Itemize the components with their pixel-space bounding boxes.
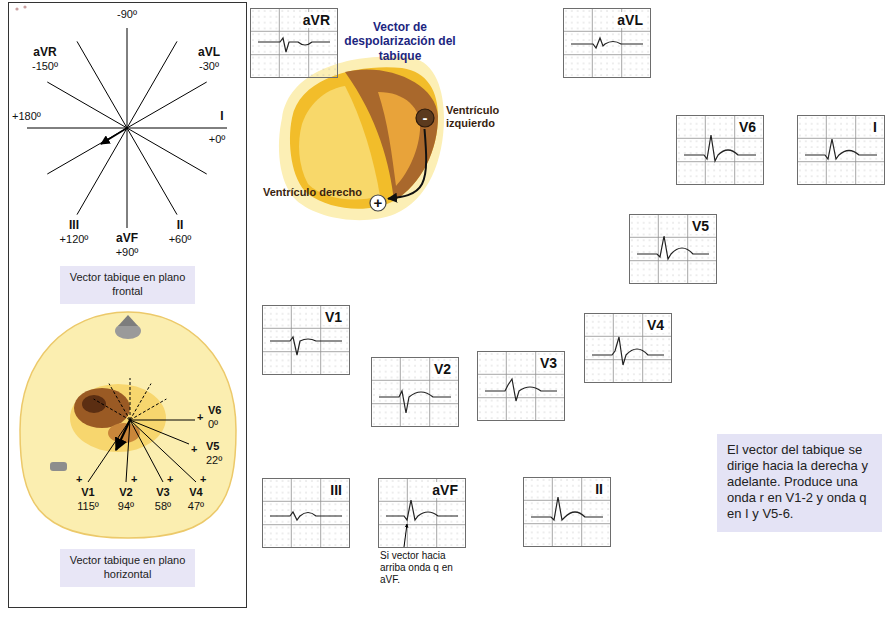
sternum <box>50 462 67 471</box>
label-text: V5 <box>206 440 226 453</box>
ecg-trace <box>262 305 350 375</box>
charge-circle-shape <box>416 109 434 127</box>
panel-frame <box>9 3 247 608</box>
label-text: + <box>200 473 210 486</box>
leader-line <box>404 524 407 547</box>
ecg-strip: I <box>797 115 885 185</box>
label-text: +90º <box>109 246 145 259</box>
label-text: I <box>214 109 230 123</box>
ecg-strip: V3 <box>477 351 565 421</box>
node-text: I <box>871 119 879 135</box>
label-text: 0º <box>208 418 230 431</box>
ecg-trace <box>629 214 717 284</box>
ecg-trace <box>371 357 459 427</box>
node-text: + <box>369 194 387 212</box>
ecg-strip: III <box>262 478 350 548</box>
ecg-strip: aVR <box>250 8 338 78</box>
label-text: aVF <box>110 231 144 245</box>
caption-box: Vector tabique en plano horizontal <box>60 549 195 587</box>
ecg-strip: V5 <box>629 214 717 284</box>
node-text: II <box>593 481 605 497</box>
septal-vector-arrow <box>116 420 130 450</box>
label-text: aVL <box>189 45 229 59</box>
label-text: +180º <box>12 110 52 123</box>
label-text: Si vector hacia arriba onda q en aVF. <box>380 550 472 586</box>
ecg-strip: II <box>523 477 611 547</box>
label-text: 58º <box>148 500 178 513</box>
node-text: Vector tabique en plano horizontal <box>66 553 189 581</box>
ecg-trace <box>563 8 651 78</box>
node-text: V1 <box>323 309 344 325</box>
ecg-trace <box>584 313 672 383</box>
dashed-leads <box>94 378 167 420</box>
label-text: 22º <box>206 454 232 467</box>
label-text: +60º <box>162 233 198 246</box>
label-text: + <box>197 411 207 424</box>
ecg-trace <box>523 477 611 547</box>
ecg-trace <box>262 478 350 548</box>
ecg-strip: aVL <box>563 8 651 78</box>
torso-section <box>20 312 236 538</box>
label-text: -150º <box>25 60 65 73</box>
label-text: +0º <box>202 133 232 146</box>
frontal-axes <box>27 28 227 228</box>
label-text: aVR <box>25 45 65 59</box>
node-text: V2 <box>432 361 453 377</box>
vector-arrow <box>388 129 426 199</box>
node-text: V3 <box>538 355 559 371</box>
ecg-strip: aVF <box>378 478 466 548</box>
ecg-trace <box>676 115 764 185</box>
label-text: V3 <box>151 486 175 499</box>
ecg-trace <box>797 115 885 185</box>
ecg-trace <box>477 351 565 421</box>
label-text: II <box>168 218 192 232</box>
dot <box>23 5 26 8</box>
label-text: III <box>59 218 89 232</box>
label-text: V6 <box>208 404 228 417</box>
label-text: +120º <box>54 233 94 246</box>
spine <box>115 315 141 339</box>
label-text: 115º <box>72 500 104 513</box>
node-text: aVR <box>301 12 332 28</box>
label-text: Ventrículo derecho <box>262 186 362 199</box>
ecg-strip: V4 <box>584 313 672 383</box>
label-text: -30º <box>189 60 229 73</box>
label-text: + <box>167 473 177 486</box>
label-text: -90º <box>107 8 147 21</box>
label-text: 94º <box>111 500 141 513</box>
note-box: El vector del tabique se dirige hacia la… <box>717 434 882 532</box>
node-text: V5 <box>690 218 711 234</box>
label-text: 47º <box>181 500 211 513</box>
ecg-trace <box>378 478 466 548</box>
node-text: El vector del tabique se dirige hacia la… <box>727 442 872 522</box>
label-text: V2 <box>114 486 138 499</box>
node-text: III <box>328 482 344 498</box>
label-text: V1 <box>76 486 100 499</box>
septal-vector-arrow <box>101 128 127 144</box>
ecg-strip: V1 <box>262 305 350 375</box>
label-text: Ventrículo izquierdo <box>446 104 520 130</box>
label-text: V4 <box>184 486 208 499</box>
label-text: + <box>76 473 86 486</box>
ecg-strip: V2 <box>371 357 459 427</box>
heart-section <box>70 384 166 452</box>
node-text: Vector tabique en plano frontal <box>66 270 189 298</box>
ecg-trace <box>250 8 338 78</box>
caption-box: Vector tabique en plano frontal <box>60 266 195 304</box>
charge-circle: - <box>415 108 435 128</box>
node-text: aVL <box>615 12 645 28</box>
label-text: + <box>191 443 201 456</box>
charge-circle-shape <box>370 195 386 211</box>
label-text: Vector de despolarización del tabique <box>344 20 456 63</box>
node-text: V6 <box>737 119 758 135</box>
node-text: - <box>415 108 435 128</box>
charge-circle: + <box>369 194 387 212</box>
node-text: V4 <box>645 317 666 333</box>
dot <box>15 7 18 10</box>
ecg-strip: V6 <box>676 115 764 185</box>
label-text: + <box>131 473 141 486</box>
precordial-leads <box>88 420 196 482</box>
node-text: aVF <box>430 482 460 498</box>
